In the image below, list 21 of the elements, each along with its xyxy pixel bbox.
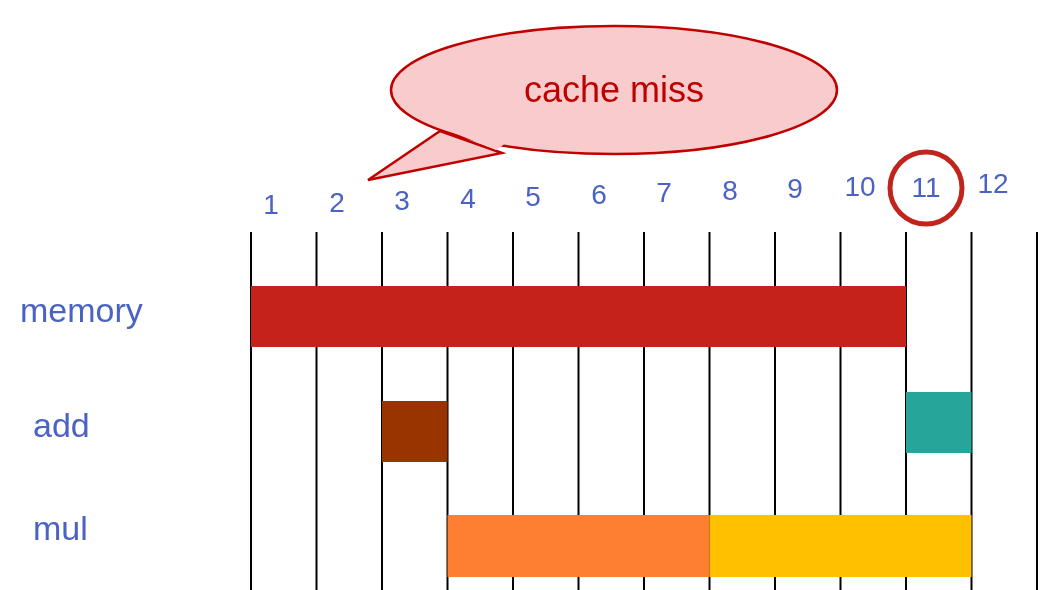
- add-bar: [382, 401, 448, 462]
- cycle-number: 11: [911, 174, 941, 202]
- memory-bar: [251, 286, 906, 347]
- cycle-number: 3: [394, 187, 410, 215]
- mul-bar: [447, 515, 710, 577]
- mul-bar: [709, 515, 972, 577]
- cycle-number: 7: [656, 179, 672, 207]
- row-label: memory: [20, 293, 143, 327]
- cycle-number: 2: [329, 189, 345, 217]
- cycle-number: 12: [977, 170, 1009, 198]
- bubble-text: cache miss: [523, 72, 705, 108]
- cycle-number: 10: [844, 173, 876, 201]
- cycle-number: 9: [787, 175, 803, 203]
- row-label: add: [33, 408, 90, 442]
- cycle-number: 4: [460, 185, 476, 213]
- row-label: mul: [33, 511, 88, 545]
- add-bar: [906, 392, 972, 453]
- cycle-number: 5: [525, 183, 541, 211]
- cycle-number: 6: [591, 181, 607, 209]
- cycle-number: 1: [263, 191, 279, 219]
- cycle-number: 8: [722, 177, 738, 205]
